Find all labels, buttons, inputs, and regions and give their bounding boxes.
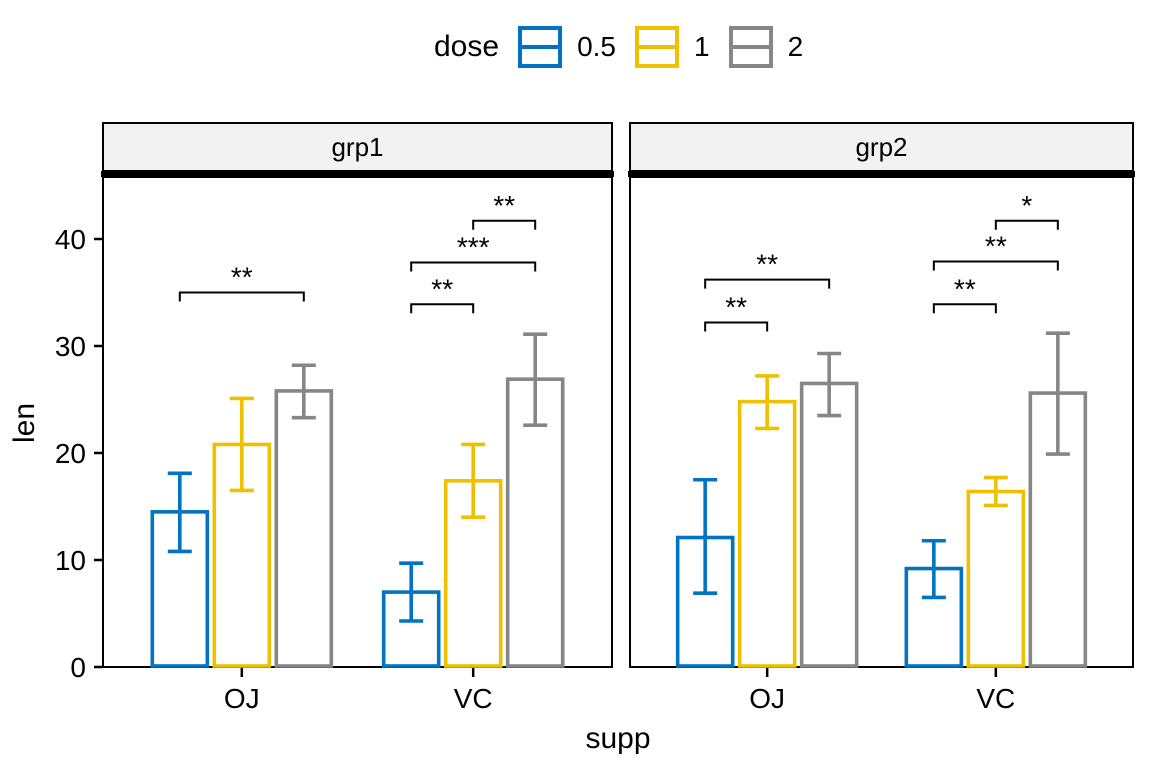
legend-key-line-icon [732,45,769,49]
x-tick-label-grp2-VC: VC [976,683,1015,714]
legend-item-dose-2: 2 [728,26,804,68]
sig-bracket-grp2-OJ-0.5-1 [704,321,769,332]
sig-bracket-grp1-VC-0.5-1 [410,303,475,314]
facet-strip-underline [628,171,1135,177]
sig-label-grp2-VC-1-2: * [1021,190,1032,221]
sig-bracket-grp1-VC-0.5-2 [410,261,537,272]
legend-label: 1 [694,31,710,62]
facet-strip-grp2 [629,122,1134,172]
bar-grp2-OJ-dose-2 [799,381,859,668]
legend-label: 2 [787,31,804,62]
panel-grp2 [629,176,1134,668]
sig-bracket-grp2-VC-0.5-1 [932,303,997,314]
legend-key-line-icon [522,45,559,49]
facet-strip-label-grp2: grp2 [855,132,907,162]
legend-key-swatch-icon [518,26,563,68]
facet-strip-underline [101,171,614,177]
sig-bracket-grp1-VC-1-2 [472,219,537,230]
legend-key-swatch-icon [728,26,773,68]
y-tick-label-40: 40 [55,224,86,255]
legend-label: 0.5 [577,31,616,62]
sig-label-grp2-VC-0.5-2: ** [985,230,1007,261]
sig-label-grp1-VC-0.5-2: *** [457,232,490,263]
legend-item-dose-1: 1 [635,26,710,68]
sig-bracket-grp1-OJ-0.5-2 [178,291,305,302]
x-tick-label-grp1-OJ: OJ [224,683,260,714]
legend: dose 0.5 1 2 [434,26,803,68]
bar-grp1-OJ-dose-2 [274,389,334,668]
sig-bracket-grp2-VC-1-2 [994,219,1059,230]
sig-label-grp2-OJ-0.5-1: ** [725,291,747,322]
y-axis-title: len [8,403,41,443]
legend-key-swatch-icon [635,26,679,68]
sig-label-grp1-VC-0.5-1: ** [431,273,453,304]
bar-grp1-VC-dose-0.5 [381,590,441,668]
facet-strip-label-grp1: grp1 [331,132,383,162]
bar-grp2-OJ-dose-1 [737,399,797,668]
y-tick-label-0: 0 [70,652,86,683]
sig-label-grp1-OJ-0.5-2: ** [231,262,253,293]
x-tick-label-grp1-VC: VC [454,683,493,714]
sig-bracket-grp2-OJ-0.5-2 [704,278,831,289]
y-tick-label-10: 10 [55,545,86,576]
x-tick-label-grp2-OJ: OJ [749,683,785,714]
bar-grp2-VC-dose-1 [966,489,1026,668]
sig-label-grp2-VC-0.5-1: ** [954,273,976,304]
y-tick-label-20: 20 [55,438,86,469]
sig-bracket-grp2-VC-0.5-2 [932,260,1059,271]
facet-strip-grp1 [102,122,613,172]
legend-title: dose [434,30,500,63]
legend-item-dose-0.5: 0.5 [518,26,616,68]
sig-label-grp1-VC-1-2: ** [493,190,515,221]
legend-key-line-icon [639,45,675,49]
panel-grp1 [102,176,613,668]
x-axis-title: supp [585,722,650,755]
sig-label-grp2-OJ-0.5-2: ** [756,249,778,280]
y-tick-label-30: 30 [55,331,86,362]
